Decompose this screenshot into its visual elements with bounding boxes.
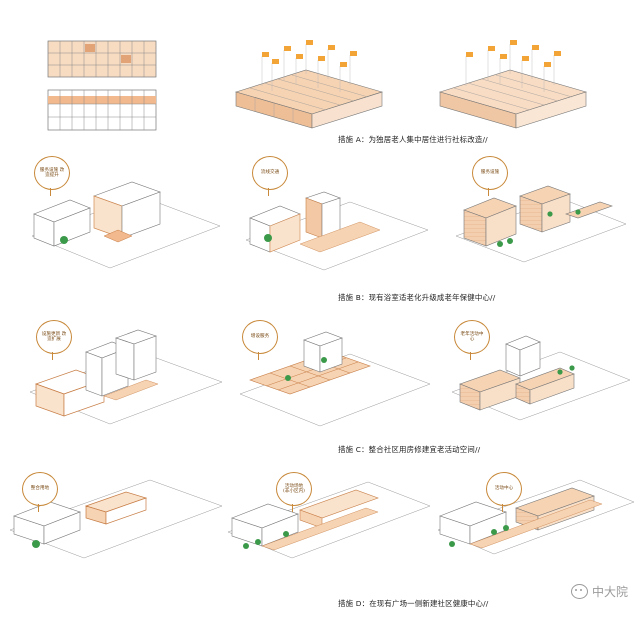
axon-c3 — [451, 335, 631, 421]
bubble-d1: 整合用地 — [22, 472, 58, 512]
bubble-d2: 活动场地 (非小区内) — [276, 472, 312, 512]
bubble-b2: 流线交通 — [252, 156, 288, 196]
axon-b3 — [455, 185, 627, 263]
wechat-icon — [570, 584, 588, 599]
axon-c1 — [29, 329, 223, 425]
axon-c2 — [239, 331, 431, 427]
watermark: 中大院 — [570, 583, 628, 600]
bubble-c3: 老年活动中心 — [454, 320, 490, 360]
bubble-b3: 服务设施 — [472, 156, 508, 196]
bubble-d1-text: 整合用地 — [30, 486, 50, 492]
bubble-b3-text: 服务设施 — [480, 170, 500, 176]
axon-a1 — [234, 40, 384, 129]
bubble-b1: 服务设施 改造提升 — [34, 156, 70, 196]
floorplan-lower — [47, 89, 157, 131]
axon-b2 — [245, 191, 429, 271]
caption-measure-a: 措施 A：为独居老人集中居住进行社标改造// — [338, 135, 488, 144]
bubble-c2-text: 增设服务 — [250, 334, 270, 340]
bubble-d2-text: 活动场地 (非小区内) — [283, 483, 305, 494]
floorplan-upper — [47, 40, 157, 78]
bubble-b1-text: 服务设施 改造提升 — [39, 167, 65, 178]
axon-d3 — [437, 479, 635, 555]
bubble-c2: 增设服务 — [242, 320, 278, 360]
axon-d1 — [9, 479, 223, 559]
axon-a2 — [438, 40, 588, 129]
bubble-c3-text: 老年活动中心 — [460, 331, 484, 342]
axon-b1 — [31, 181, 221, 269]
bubble-c1-text: 设施更新 改造扩展 — [41, 331, 67, 342]
axon-d2 — [227, 481, 431, 559]
caption-measure-d: 措施 D：在现有广场一侧新建社区健康中心// — [338, 599, 489, 608]
bubble-b2-text: 流线交通 — [260, 170, 280, 176]
bubble-c1: 设施更新 改造扩展 — [36, 320, 72, 360]
caption-measure-b: 措施 B：现有浴室适老化升级成老年保健中心// — [338, 293, 496, 302]
caption-measure-c: 措施 C：整合社区用房修建宜老活动空间// — [338, 445, 481, 454]
watermark-text: 中大院 — [591, 585, 628, 599]
bubble-d3-text: 活动中心 — [494, 486, 514, 492]
bubble-d3: 活动中心 — [486, 472, 522, 512]
